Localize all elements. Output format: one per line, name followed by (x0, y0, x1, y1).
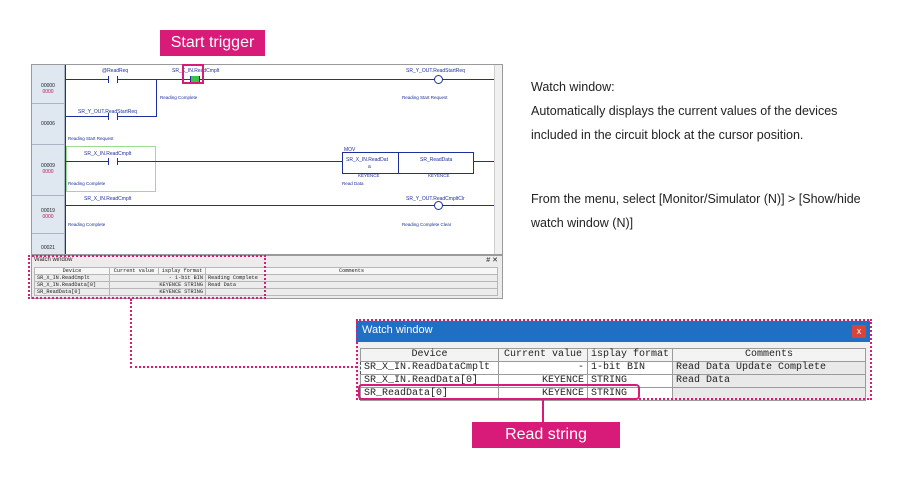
close-button[interactable]: x (852, 325, 866, 338)
device-label: SR_Y_OUT.ReadStartReq (406, 68, 465, 74)
mov-instruction-box[interactable] (342, 152, 400, 174)
start-trigger-callout: Start trigger (160, 30, 265, 56)
watch-table: Device Current value isplay format Comme… (360, 348, 866, 401)
comment-label: Reading Start Request (68, 136, 114, 141)
watch-pane-title: Watch window (34, 257, 73, 263)
comment-label: KEYENCE (358, 173, 380, 178)
menu-instruction: From the menu, select [Monitor/Simulator… (531, 187, 891, 235)
left-power-rail (65, 65, 66, 254)
read-string-highlight (358, 384, 640, 400)
device-label: SR_X_IN.ReadDat (346, 157, 388, 163)
watch-window-title: Watch window (362, 324, 433, 336)
table-row[interactable]: SR_ReadData[0] KEYENCE STRING (360, 387, 866, 401)
contact-rising-icon[interactable] (108, 158, 118, 165)
contact-rising-icon[interactable] (108, 76, 118, 83)
description-line: Automatically displays the current value… (531, 104, 838, 118)
comment-label: Reading Complete (160, 95, 198, 100)
comment-label: Reading Complete (68, 181, 106, 186)
small-watch-dotted-frame (28, 255, 266, 299)
comment-label: KEYENCE (428, 173, 450, 178)
connector-line (130, 299, 132, 368)
comment-label: Reading Complete Clear (402, 222, 452, 227)
vertical-scrollbar[interactable] (494, 65, 502, 254)
contact-active-icon[interactable] (190, 76, 200, 83)
pin-close-icon[interactable]: # ✕ (486, 257, 498, 264)
comment-label: Reading Start Request (402, 95, 448, 100)
description-line: watch window (N)] (531, 216, 634, 230)
read-string-callout: Read string (472, 422, 620, 448)
column-header[interactable]: Device (360, 348, 499, 362)
table-row[interactable]: SR_ReadData[0] KEYENCE STRING (34, 288, 498, 296)
step-number: 00021 (41, 245, 55, 251)
device-label: SR_X_IN.ReadCmplt (172, 68, 220, 74)
contact-icon[interactable] (108, 113, 118, 120)
device-label: SR_Y_OUT.ReadCmpltClr (406, 196, 465, 202)
comment-label: Read Data (342, 181, 364, 186)
watch-window-pane[interactable]: Watch window # ✕ Device Current value is… (31, 255, 503, 299)
watch-window-titlebar[interactable]: Watch window x (356, 321, 870, 342)
start-trigger-highlight (182, 64, 204, 84)
device-label: a (368, 164, 371, 170)
description-line: From the menu, select [Monitor/Simulator… (531, 192, 861, 206)
description-heading: Watch window: (531, 80, 615, 94)
connector-line (130, 366, 357, 368)
device-label: SR_X_IN.ReadCmplt (84, 151, 132, 157)
coil-icon[interactable] (434, 201, 443, 210)
description-line: included in the circuit block at the cur… (531, 128, 804, 142)
coil-icon[interactable] (434, 75, 443, 84)
comment-label: Reading Complete (68, 222, 106, 227)
column-header[interactable]: Current value (498, 348, 588, 362)
device-label: SR_X_IN.ReadCmplt (84, 196, 132, 202)
watch-table: Device Current value isplay format Comme… (34, 267, 498, 296)
description-block: Watch window: Automatically displays the… (531, 75, 891, 147)
device-label: SR_ReadData (420, 157, 453, 163)
device-label: SR_Y_OUT.ReadStartReq (78, 109, 137, 115)
instruction-label: MOV (344, 147, 356, 153)
device-label: @ReadReq (102, 68, 129, 74)
mov-destination-box[interactable] (398, 152, 474, 174)
cursor-block (66, 146, 156, 192)
read-string-connector (542, 400, 544, 422)
step-number: 00006 (41, 121, 55, 127)
